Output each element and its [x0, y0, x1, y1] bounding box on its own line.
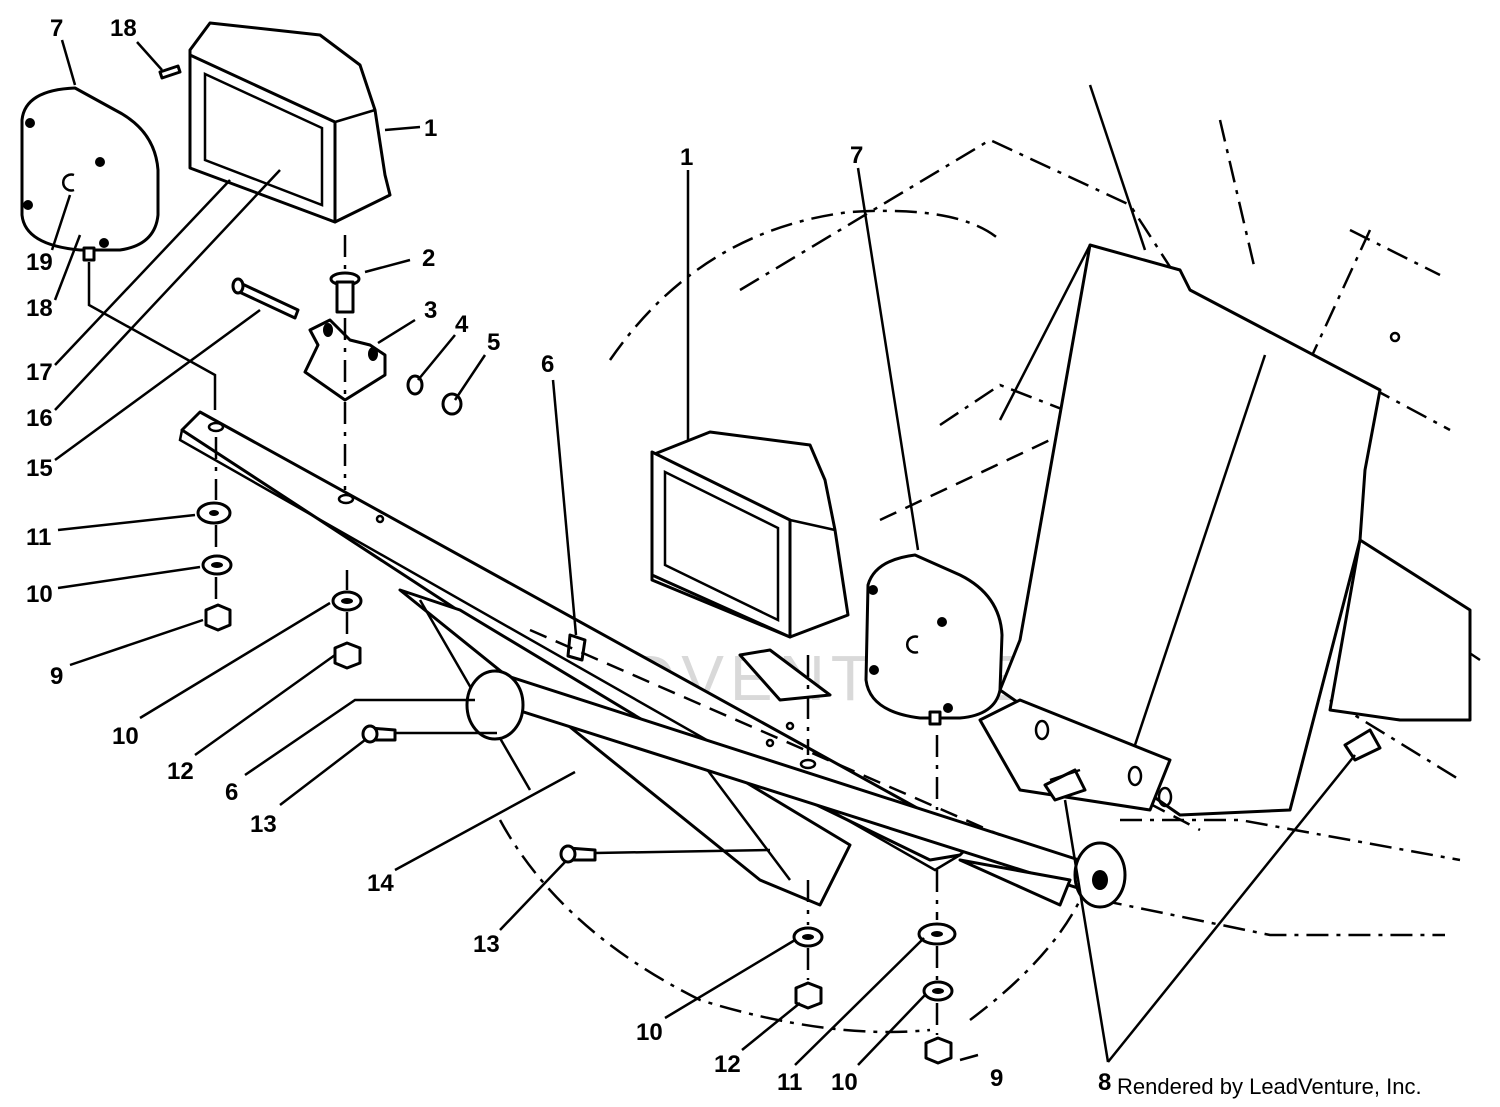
- callout-3: 3: [424, 297, 437, 324]
- callout-labels: 7 18 1 19 18 2 3 4 5 17 16 15 1 7 6 11 1…: [26, 15, 1111, 1096]
- bolt-short: [329, 271, 361, 314]
- callout-5: 5: [487, 329, 500, 356]
- center-hardware-stack: [331, 590, 363, 670]
- callout-19: 19: [26, 249, 53, 276]
- callout-6: 6: [225, 779, 238, 806]
- callout-9: 9: [990, 1065, 1003, 1092]
- callout-18: 18: [26, 295, 53, 322]
- credit-text: Rendered by LeadVenture, Inc.: [1117, 1074, 1422, 1099]
- pin-lower: [559, 844, 597, 864]
- side-panel: [1328, 538, 1472, 722]
- bolt-long: [231, 277, 300, 320]
- callout-13: 13: [250, 811, 277, 838]
- assembly-lines: [87, 235, 1001, 1035]
- callout-10: 10: [831, 1069, 858, 1096]
- hood-bolt-right: [1343, 728, 1382, 762]
- lower-hardware-stack-right: [917, 922, 957, 1065]
- lower-hardware-stack-left: [792, 926, 824, 1010]
- callout-2: 2: [422, 245, 435, 272]
- callout-11: 11: [26, 524, 51, 551]
- callout-16: 16: [26, 405, 53, 432]
- callout-1: 1: [424, 115, 437, 142]
- carriage-bolt: [566, 633, 587, 662]
- mounting-tube: [465, 669, 1127, 909]
- callout-10: 10: [112, 723, 139, 750]
- leader-lines: [50, 39, 1356, 1066]
- left-hardware-stack: [196, 501, 233, 632]
- callout-12: 12: [167, 758, 194, 785]
- mounting-plate: [978, 698, 1173, 812]
- callout-12: 12: [714, 1051, 741, 1078]
- callout-18: 18: [110, 15, 137, 42]
- callout-13: 13: [473, 931, 500, 958]
- callout-10: 10: [26, 581, 53, 608]
- callout-1: 1: [680, 144, 693, 171]
- lock-washer: [406, 374, 424, 396]
- callout-6: 6: [541, 351, 554, 378]
- light-bar-bracket: [178, 410, 1003, 907]
- callout-7: 7: [50, 15, 63, 42]
- callout-9: 9: [50, 663, 63, 690]
- callout-17: 17: [26, 359, 53, 386]
- callout-10: 10: [636, 1019, 663, 1046]
- screw-top: [158, 64, 182, 80]
- work-light-center: [864, 553, 1004, 726]
- hood-bolt-left: [1043, 768, 1087, 802]
- callout-4: 4: [455, 311, 469, 338]
- callout-7: 7: [850, 142, 863, 169]
- callout-14: 14: [367, 870, 394, 897]
- work-light-left: [20, 86, 160, 262]
- headlight-left: [188, 21, 392, 224]
- pin-upper: [361, 724, 397, 744]
- headlight-center: [650, 430, 850, 639]
- callout-11: 11: [777, 1069, 802, 1096]
- callout-15: 15: [26, 455, 53, 482]
- callout-8: 8: [1098, 1069, 1111, 1096]
